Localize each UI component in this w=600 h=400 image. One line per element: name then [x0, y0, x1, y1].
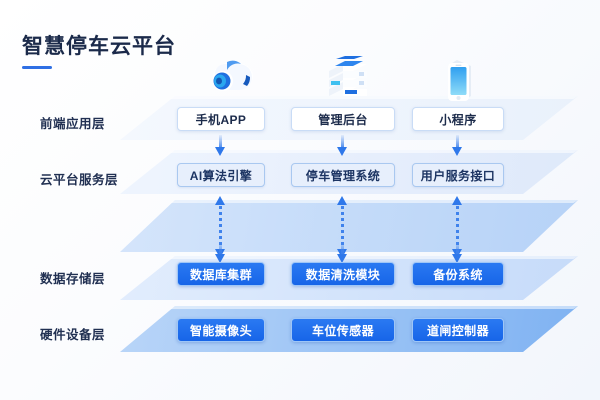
arrow-down-col1-r3 — [215, 242, 226, 264]
node-frontend-3[interactable]: 小程序 — [412, 107, 504, 131]
node-hardware-2[interactable]: 车位传感器 — [291, 318, 395, 342]
node-cloud-service-2[interactable]: 停车管理系统 — [291, 163, 395, 187]
layer-label-data-storage: 数据存储层 — [40, 272, 106, 286]
layer-label-hardware: 硬件设备层 — [40, 328, 106, 342]
arrow-down-col2-r1 — [337, 135, 348, 157]
layer-slab-3 — [120, 200, 578, 252]
arrow-down-col1-r1 — [215, 135, 226, 157]
arrow-down-col2-r3 — [337, 242, 348, 264]
node-hardware-3[interactable]: 道闸控制器 — [412, 318, 504, 342]
node-hardware-1[interactable]: 智能摄像头 — [177, 318, 265, 342]
page-title-text: 智慧停车云平台 — [22, 35, 176, 58]
title-accent-rule — [22, 66, 52, 69]
layer-label-cloud-service: 云平台服务层 — [40, 173, 119, 187]
node-data-storage-1[interactable]: 数据库集群 — [177, 262, 265, 286]
smartphone-3d-icon — [443, 56, 477, 104]
node-cloud-service-3[interactable]: 用户服务接口 — [412, 163, 504, 187]
server-stack-3d-icon — [325, 56, 371, 102]
arrow-down-col3-r1 — [452, 135, 463, 157]
arrow-down-col3-r3 — [452, 242, 463, 264]
node-data-storage-2[interactable]: 数据清洗模块 — [291, 262, 395, 286]
node-data-storage-3[interactable]: 备份系统 — [412, 262, 504, 286]
node-cloud-service-1[interactable]: AI算法引擎 — [177, 163, 265, 187]
node-frontend-1[interactable]: 手机APP — [177, 107, 265, 131]
node-frontend-2[interactable]: 管理后台 — [291, 107, 395, 131]
page-title: 智慧停车云平台 — [22, 36, 176, 69]
cloud-3d-icon — [203, 54, 255, 102]
layer-label-frontend: 前端应用层 — [40, 117, 106, 131]
